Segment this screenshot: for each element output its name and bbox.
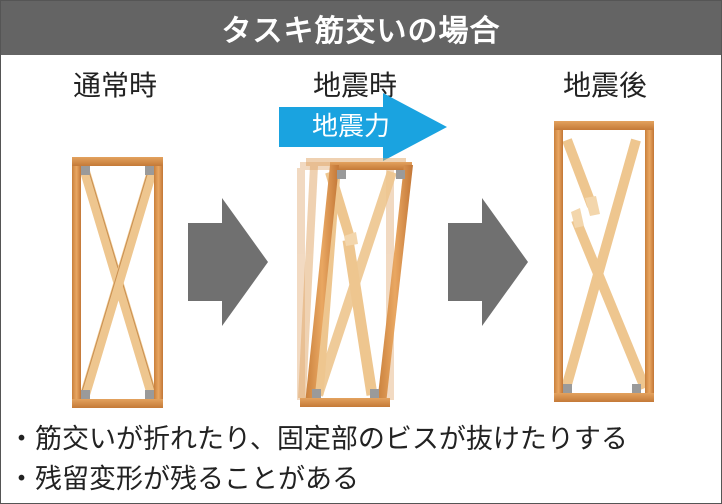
bullet-item: ・残留変形が残ることがある [8, 464, 359, 495]
force-arrow-icon [279, 93, 447, 161]
right-arrow-icon [188, 198, 268, 326]
page-title: タスキ筋交いの場合 [1, 1, 721, 55]
label-after-earthquake: 地震後 [562, 69, 647, 102]
wall-frame-during [297, 158, 413, 407]
label-during-earthquake: 地震時 [312, 69, 397, 102]
wall-frame-after [554, 121, 654, 402]
bullet-item: ・筋交いが折れたり、固定部のビスが抜けたりする [8, 424, 628, 455]
right-arrow-icon [448, 198, 528, 326]
label-normal: 通常時 [72, 69, 157, 102]
bullet-list: ・筋交いが折れたり、固定部のビスが抜けたりする ・残留変形が残ることがある [8, 420, 718, 500]
wall-frame-normal [72, 157, 163, 408]
force-label: 地震力 [311, 112, 390, 142]
